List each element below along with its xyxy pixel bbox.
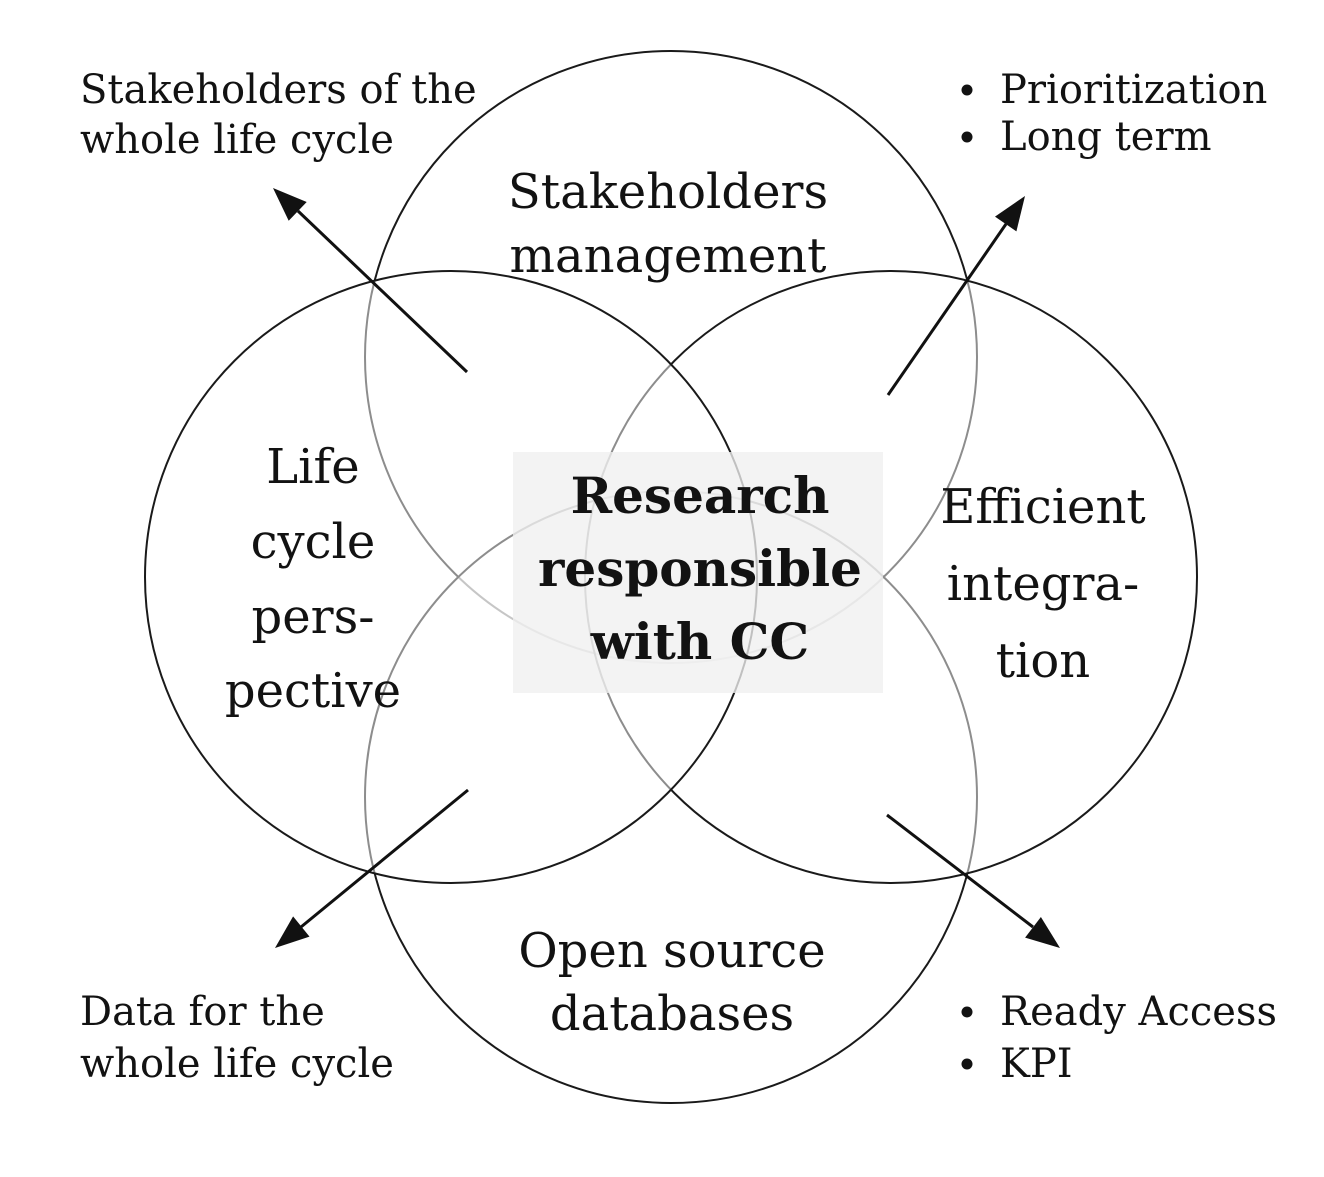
arrow-head-top-left (273, 188, 307, 221)
arrow-head-bottom-right (1025, 917, 1060, 948)
bullet-item: KPI (1000, 1041, 1073, 1087)
arrow-bottom-right (886, 813, 1060, 948)
arrow-head-top-right (995, 196, 1025, 232)
label-line: cycle (251, 514, 376, 570)
bullet-dot (961, 131, 973, 143)
arrow-top-left (273, 188, 469, 374)
center-text-box (513, 452, 883, 693)
bullet-dot (961, 1006, 973, 1018)
label-line: management (510, 228, 827, 284)
bullet-dot (961, 84, 973, 96)
annotation-line: whole life cycle (80, 117, 394, 163)
annotation-top-left: Stakeholders of the whole life cycle (80, 67, 477, 163)
label-line: integra- (947, 556, 1139, 612)
label-research-responsible-with-cc: Research responsible with CC (538, 466, 862, 671)
label-line: databases (550, 986, 794, 1042)
label-line: pective (225, 663, 401, 719)
arrow-bottom-left (275, 788, 469, 948)
label-stakeholders-management: Stakeholders management (508, 164, 828, 284)
label-line: Efficient (940, 479, 1145, 535)
center-label-line: Research (571, 466, 830, 525)
annotation-bottom-right: Ready Access KPI (961, 989, 1277, 1087)
label-line: Stakeholders (508, 164, 828, 220)
annotation-line: Data for the (80, 989, 325, 1035)
annotation-line: Stakeholders of the (80, 67, 477, 113)
bullet-item: Long term (1000, 114, 1212, 160)
center-label-line: with CC (590, 612, 809, 671)
center-label-line: responsible (538, 539, 862, 598)
label-line: Open source (518, 923, 825, 979)
bullet-item: Ready Access (1000, 989, 1277, 1035)
label-life-cycle-perspective: Life cycle pers- pective (225, 439, 401, 719)
label-efficient-integration: Efficient integra- tion (940, 479, 1145, 689)
arrow-top-right (886, 196, 1025, 396)
bullet-dot (961, 1058, 973, 1070)
annotation-line: whole life cycle (80, 1041, 394, 1087)
annotation-bottom-left: Data for the whole life cycle (80, 989, 394, 1087)
label-line: pers- (252, 589, 375, 645)
label-line: tion (996, 633, 1090, 689)
bullet-item: Prioritization (1000, 67, 1267, 113)
arrow-head-bottom-left (275, 916, 310, 948)
annotation-top-right: Prioritization Long term (961, 67, 1267, 160)
label-open-source-databases: Open source databases (518, 923, 825, 1042)
label-line: Life (266, 439, 359, 495)
